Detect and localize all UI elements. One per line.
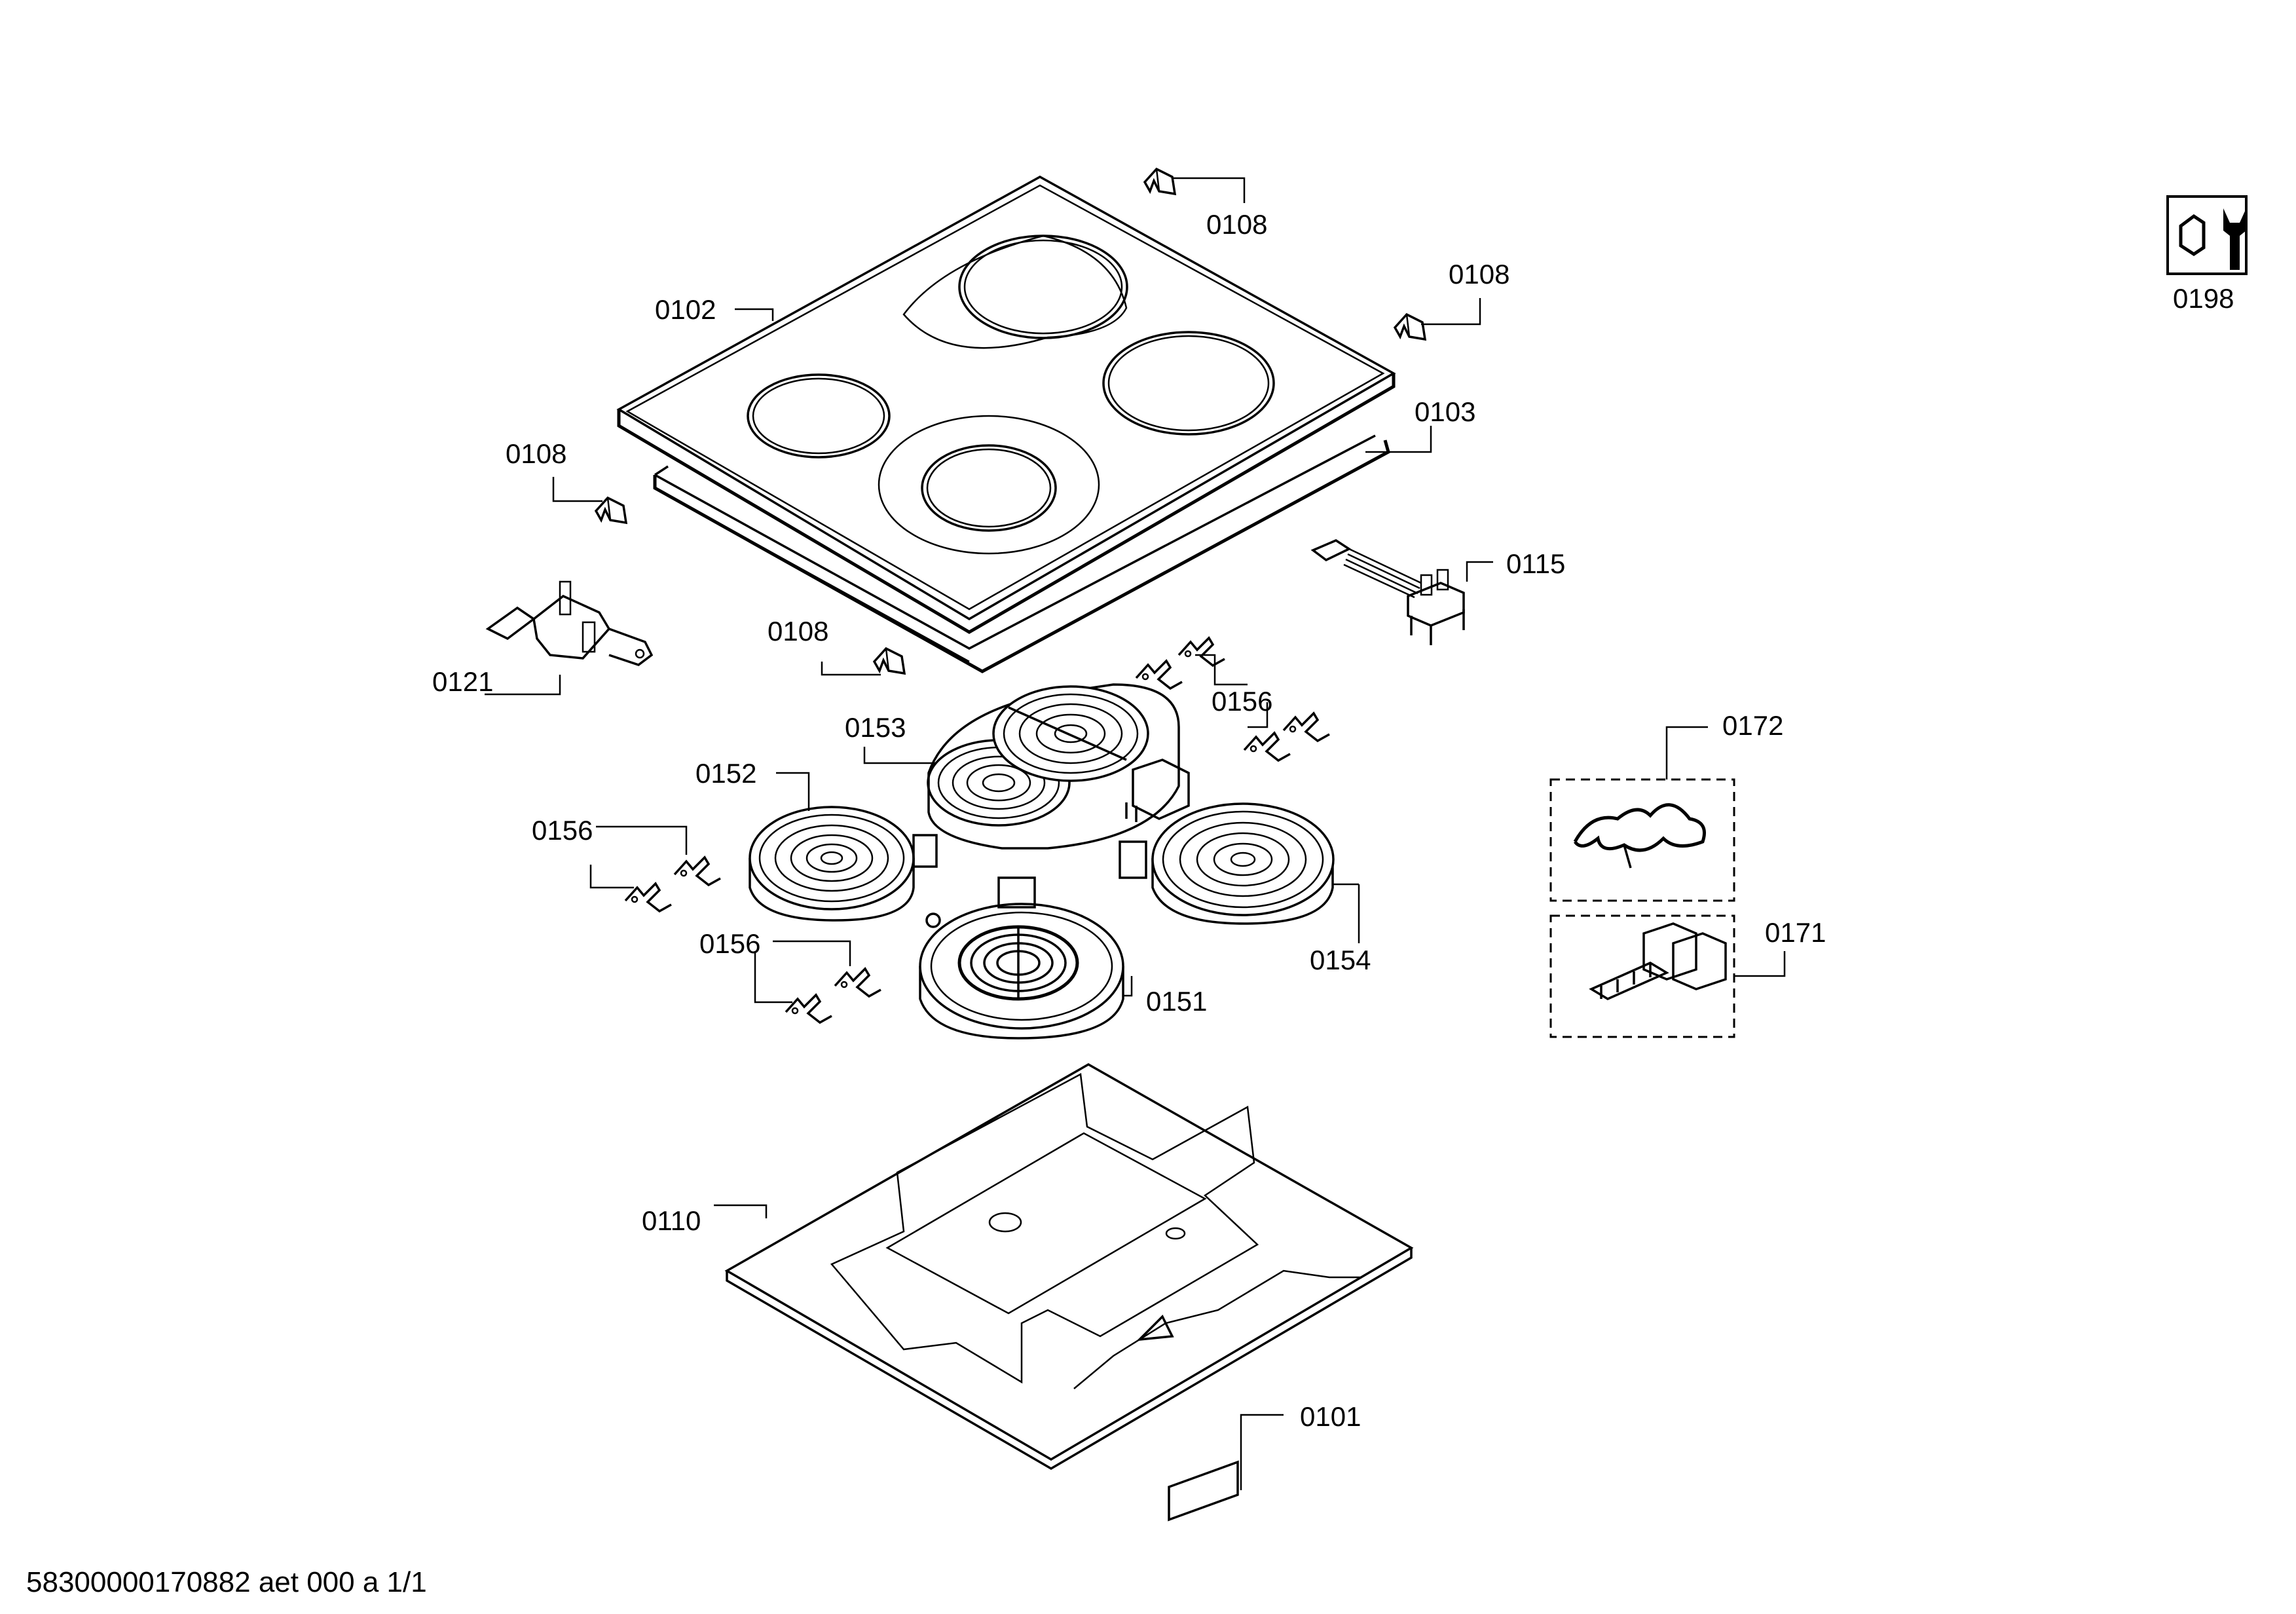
heater-spring-clip [1135, 660, 1183, 690]
label-0108-left: 0108 [506, 438, 566, 469]
radiant-heater-right [1119, 802, 1335, 925]
kit-box-cable [1549, 778, 1735, 902]
heater-spring-clip [834, 967, 882, 998]
bottom-tray [724, 1062, 1414, 1471]
wrench-nut-icon [2166, 195, 2248, 275]
label-0110: 0110 [642, 1205, 701, 1236]
oval-dual-radiant-heater [927, 683, 1190, 850]
label-0108-top: 0108 [1206, 209, 1267, 240]
label-0121: 0121 [432, 666, 493, 697]
glass-ceramic-hob-top [616, 175, 1396, 634]
heater-spring-clip [1243, 732, 1291, 762]
retaining-clip-top [1143, 168, 1176, 195]
label-0171: 0171 [1765, 917, 1826, 948]
label-0172: 0172 [1722, 710, 1783, 741]
temperature-limiter [485, 580, 654, 666]
label-0154: 0154 [1310, 945, 1371, 975]
label-0151: 0151 [1146, 986, 1207, 1017]
label-0108-bottom: 0108 [768, 616, 828, 647]
kit-box-connectors [1549, 914, 1735, 1038]
small-radiant-heater [749, 806, 938, 922]
leader-lines [485, 177, 1786, 1490]
wiring-harness-terminal [1310, 539, 1465, 645]
heater-spring-clip [1282, 712, 1331, 742]
heater-spring-clip [1177, 637, 1226, 667]
heater-spring-clip [673, 856, 722, 886]
heater-spring-clip [785, 994, 833, 1024]
label-0108-right: 0108 [1449, 259, 1509, 290]
label-0102: 0102 [655, 294, 716, 325]
label-0101: 0101 [1300, 1401, 1361, 1432]
hob-frame-seal [653, 434, 1390, 673]
retaining-clip-bottom [873, 647, 906, 675]
label-0198: 0198 [2173, 283, 2234, 314]
radiant-heater-front [919, 876, 1124, 1040]
document-footer: 58300000170882 aet 000 a 1/1 [26, 1566, 427, 1598]
retaining-clip-right [1394, 313, 1426, 341]
label-0103: 0103 [1415, 396, 1475, 427]
label-0153: 0153 [845, 712, 906, 743]
label-0115: 0115 [1506, 548, 1565, 579]
rating-plate [1168, 1460, 1239, 1522]
label-0156-top: 0156 [1212, 686, 1272, 717]
label-0156-left: 0156 [532, 815, 593, 846]
label-0152: 0152 [695, 758, 756, 789]
label-0156-bottom: 0156 [699, 928, 760, 959]
